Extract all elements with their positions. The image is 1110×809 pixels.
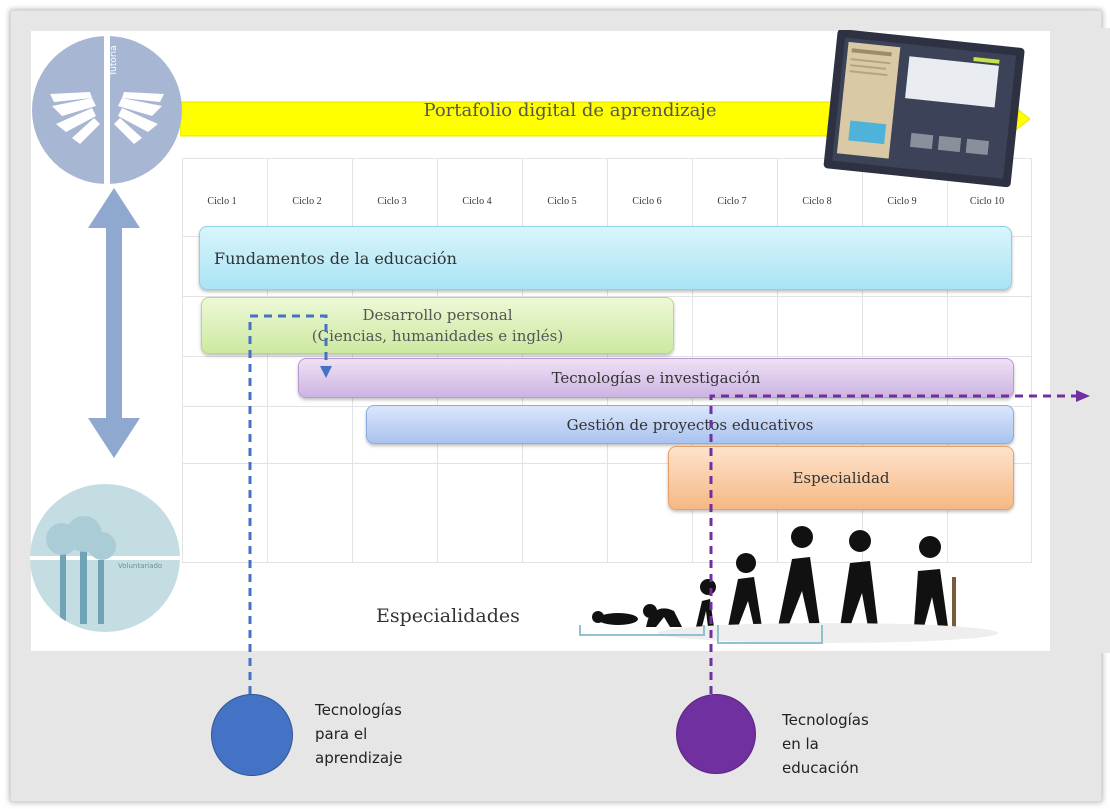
bar-desarrollo-label-line2: (Ciencias, humanidades e inglés)	[311, 326, 564, 345]
cycle-label: Ciclo 8	[802, 196, 832, 207]
bar-especialidad: Especialidad	[668, 446, 1014, 510]
cycle-label: Ciclo 2	[292, 196, 322, 207]
cycle-label: Ciclo 6	[632, 196, 662, 207]
legend-blue-line1: Tecnologías	[315, 701, 402, 719]
legend-blue-line2: para el	[315, 725, 368, 743]
legend-purple-line2: en la	[782, 735, 819, 753]
legend-blue-text: Tecnologías para el aprendizaje	[315, 698, 445, 770]
trees-logo-text: Voluntariado	[118, 562, 162, 570]
bar-fundamentos-label: Fundamentos de la educación	[214, 248, 457, 268]
bar-especialidad-label: Especialidad	[792, 469, 890, 487]
legend-purple-line1: Tecnologías	[782, 711, 869, 729]
bar-gestion-label: Gestión de proyectos educativos	[566, 415, 814, 434]
legend-blue-circle	[211, 694, 293, 776]
bar-fundamentos: Fundamentos de la educación	[199, 226, 1012, 290]
legend-purple-circle	[676, 694, 756, 774]
especialidades-label: Especialidades	[376, 605, 520, 627]
hands-logo-text: Tutoría	[109, 45, 119, 77]
bar-desarrollo-personal: Desarrollo personal (Ciencias, humanidad…	[201, 297, 674, 354]
cycle-label: Ciclo 9	[887, 196, 917, 207]
bar-desarrollo-label-line1: Desarrollo personal	[362, 305, 513, 324]
cycle-label: Ciclo 10	[969, 196, 1005, 207]
cycle-label: Ciclo 7	[717, 196, 747, 207]
cycle-label: Ciclo 3	[377, 196, 407, 207]
double-arrow-icon	[88, 188, 140, 458]
human-evolution-silhouettes-icon	[579, 526, 998, 644]
hands-logo-icon: Tutoría	[32, 36, 182, 184]
cycle-label: Ciclo 1	[207, 196, 237, 207]
hands-trees-logo-icon: Voluntariado	[30, 484, 180, 632]
right-strip	[1050, 28, 1110, 653]
bar-tecnologias-label: Tecnologías e investigación	[551, 369, 761, 387]
tablet-icon	[823, 30, 1025, 188]
legend-blue-line3: aprendizaje	[315, 749, 403, 767]
legend-purple-text: Tecnologías en la educación	[782, 708, 912, 780]
cycle-label: Ciclo 4	[462, 196, 492, 207]
bar-gestion-proyectos: Gestión de proyectos educativos	[366, 405, 1014, 444]
bar-tecnologias-investigacion: Tecnologías e investigación	[298, 358, 1014, 398]
cycle-label: Ciclo 5	[547, 196, 577, 207]
portfolio-arrow-label: Portafolio digital de aprendizaje	[423, 100, 717, 121]
legend-purple-line3: educación	[782, 759, 859, 777]
